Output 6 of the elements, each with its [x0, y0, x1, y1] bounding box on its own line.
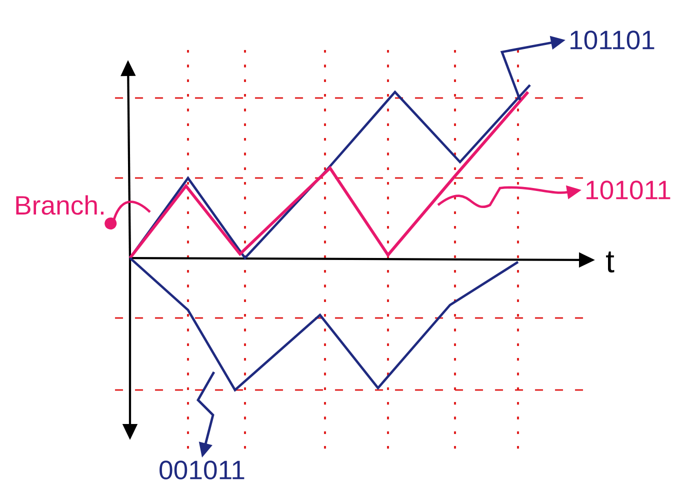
axis-label: t: [606, 252, 614, 272]
code-label: 001011: [160, 460, 244, 480]
branch-label: Branch.: [16, 195, 104, 215]
code-label: 101101: [570, 30, 654, 50]
leader-arrow: [104, 200, 151, 230]
code-label: 101011: [586, 180, 670, 200]
